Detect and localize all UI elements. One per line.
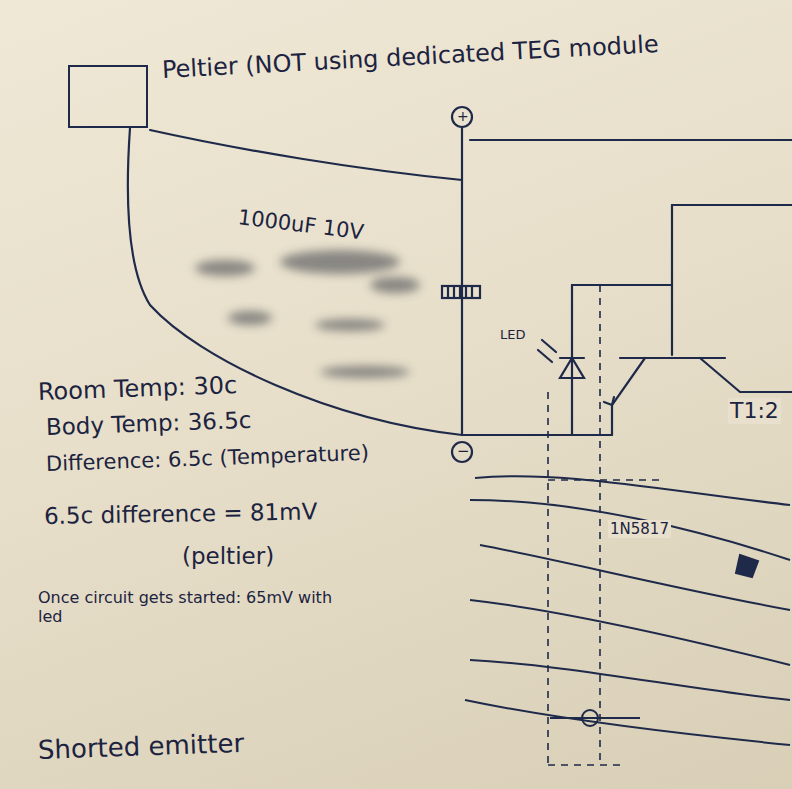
diode-part-number: 1N5817 <box>608 520 671 538</box>
minus-terminal: − <box>457 442 470 460</box>
peltier-box: Peltier (NOT using dedicated TEG module <box>68 65 148 128</box>
note: Difference: 6.5c (Temperature) <box>46 441 370 477</box>
erased-smudges <box>195 250 420 378</box>
note: 6.5c difference = 81mV <box>44 498 318 530</box>
note: (peltier) <box>182 543 274 571</box>
note: Body Temp: 36.5c <box>46 407 252 442</box>
transistor-note: T1:2 <box>728 398 781 424</box>
led-label: LED <box>500 327 525 343</box>
scribbles <box>465 476 790 745</box>
note: Shorted emitter <box>37 728 244 766</box>
note: Once circuit gets started: 65mV with led <box>38 588 338 626</box>
capacitor-value: 1000uF 10V <box>236 205 365 245</box>
node-heading: Peltier (NOT using dedicated TEG module <box>161 31 659 85</box>
plus-terminal: + <box>457 108 469 125</box>
note: Room Temp: 30c <box>37 371 237 407</box>
